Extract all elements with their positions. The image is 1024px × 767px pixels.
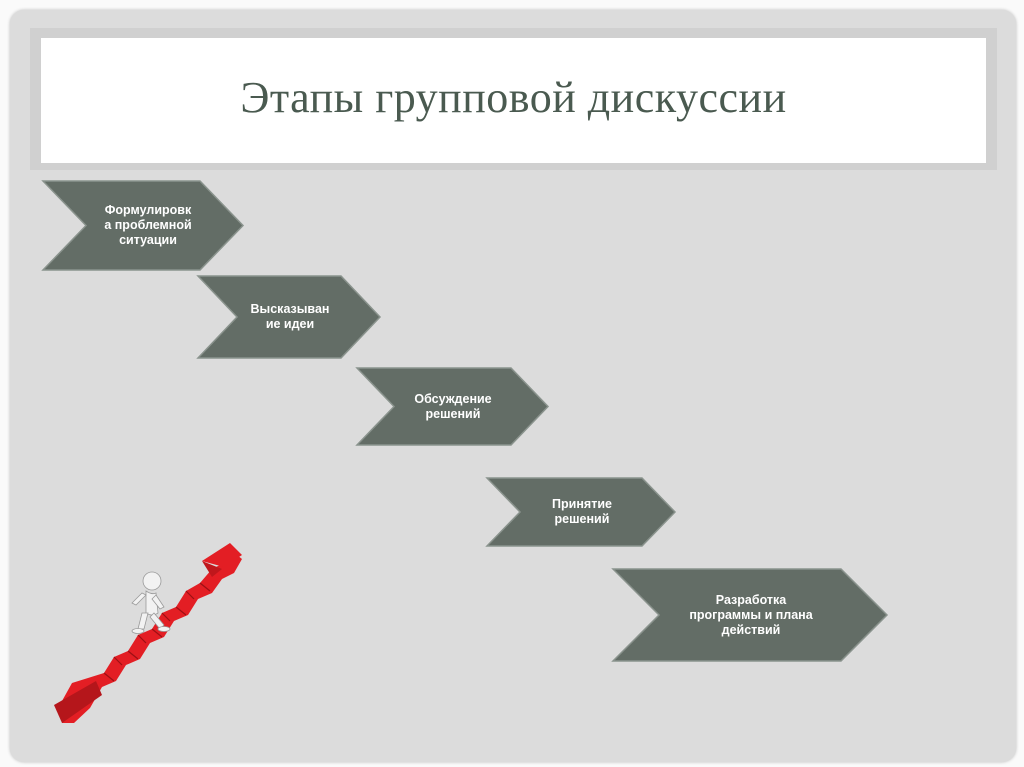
chevron-shape-2 — [196, 275, 382, 359]
step-arrow-3: Обсуждение решений — [355, 367, 550, 446]
slide-title: Этапы групповой дискуссии — [240, 73, 787, 122]
step-label-1: Формулировк а проблемной ситуации — [104, 203, 192, 247]
step-label-3: Обсуждение решений — [414, 391, 492, 421]
chevron-shape-1 — [41, 180, 245, 271]
step-label-5: Разработка программы и плана действий — [689, 592, 813, 637]
chevron-shape-3 — [355, 367, 550, 446]
figure-climbing-red-stairs-icon — [52, 533, 242, 728]
step-arrow-4: Принятие решений — [485, 477, 677, 547]
step-arrow-5: Разработка программы и плана действий — [611, 568, 889, 662]
step-arrow-2: Высказыван ие идеи — [196, 275, 382, 359]
chevron-shape-5 — [611, 568, 889, 662]
title-box: Этапы групповой дискуссии — [41, 38, 986, 163]
step-arrow-1: Формулировк а проблемной ситуации — [41, 180, 245, 271]
step-label-2: Высказыван ие идеи — [250, 302, 330, 331]
chevron-shape-4 — [485, 477, 677, 547]
step-label-4: Принятие решений — [552, 497, 612, 526]
slide: Этапы групповой дискуссии — [10, 10, 1016, 762]
